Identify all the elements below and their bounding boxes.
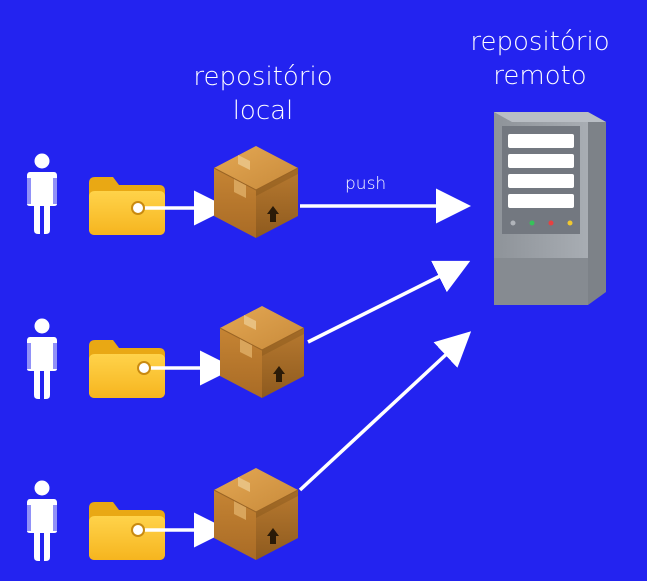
push-label: push [345, 174, 387, 194]
connector-dot [131, 201, 145, 215]
push-arrow [298, 331, 472, 492]
server-icon [494, 112, 606, 305]
remote-repo-label-line1: repositório [470, 27, 610, 57]
box-icon [213, 145, 299, 239]
person-icon [27, 153, 57, 234]
person-icon [27, 480, 57, 561]
push-arrow [307, 260, 471, 344]
person-icon [27, 318, 57, 399]
local-repo-label-line1: repositório [193, 62, 333, 92]
local-repo-label: repositório local [168, 60, 358, 128]
connector-dot [131, 523, 145, 537]
folder-icon [89, 177, 165, 235]
box-icon [219, 305, 305, 399]
remote-repo-label: repositório remoto [445, 25, 635, 93]
remote-repo-label-line2: remoto [493, 61, 587, 91]
box-icon [213, 467, 299, 561]
connector-dot [137, 361, 151, 375]
local-repo-label-line2: local [232, 96, 294, 126]
